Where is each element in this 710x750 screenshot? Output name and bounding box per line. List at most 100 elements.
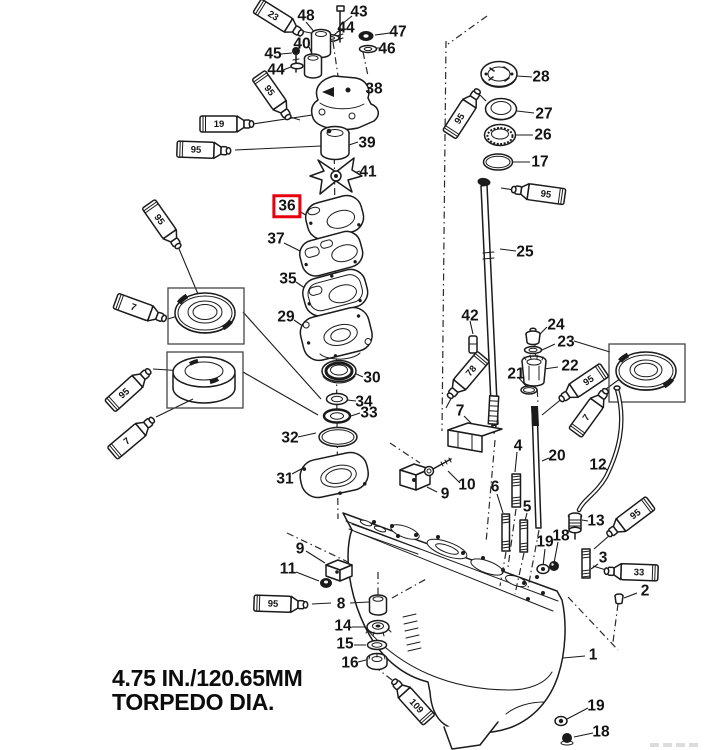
part-30-seal-carrier bbox=[321, 359, 357, 384]
part-label-15[interactable]: 15 bbox=[336, 635, 354, 653]
part-36-gasket bbox=[304, 194, 365, 240]
part-40-bushing bbox=[303, 53, 323, 79]
part-label-29[interactable]: 29 bbox=[277, 308, 295, 326]
part-15-washer bbox=[366, 639, 388, 651]
part-label-7[interactable]: 7 bbox=[455, 402, 465, 420]
bearing-detail-box-lower-left bbox=[166, 351, 244, 409]
part-label-25[interactable]: 25 bbox=[516, 243, 534, 261]
part-label-22[interactable]: 22 bbox=[561, 357, 579, 375]
part-12-water-tube bbox=[576, 385, 624, 513]
caption: 4.75 IN./120.65MM TORPEDO DIA. bbox=[112, 666, 303, 714]
part-label-19[interactable]: 19 bbox=[536, 533, 554, 551]
part-label-40[interactable]: 40 bbox=[293, 35, 311, 53]
lubricant-tube-95: 95 bbox=[558, 363, 609, 403]
lubricant-tube-109: 109 bbox=[391, 678, 435, 726]
part-label-23[interactable]: 23 bbox=[557, 333, 575, 351]
part-label-37[interactable]: 37 bbox=[267, 230, 285, 248]
part-label-6[interactable]: 6 bbox=[490, 478, 500, 496]
part-11-nut bbox=[320, 578, 332, 588]
part-17-oring bbox=[482, 153, 514, 171]
part-9-anode-block bbox=[325, 559, 353, 582]
part-label-19[interactable]: 19 bbox=[587, 697, 605, 715]
part-26-tapered-bearing bbox=[483, 123, 517, 147]
part-label-24[interactable]: 24 bbox=[547, 316, 565, 334]
part-label-1[interactable]: 1 bbox=[588, 646, 598, 664]
part-label-33[interactable]: 33 bbox=[360, 404, 378, 422]
part-label-8[interactable]: 8 bbox=[336, 595, 346, 613]
part-label-42[interactable]: 42 bbox=[461, 307, 479, 325]
part-48-sleeve bbox=[310, 28, 332, 59]
part-label-11[interactable]: 11 bbox=[279, 560, 297, 578]
part-label-28[interactable]: 28 bbox=[532, 68, 550, 86]
part-label-45[interactable]: 45 bbox=[264, 45, 282, 63]
part-23-flanged-washer bbox=[523, 345, 543, 355]
part-19-washer-bottom bbox=[554, 715, 568, 727]
part-label-38[interactable]: 38 bbox=[365, 80, 383, 98]
part-label-26[interactable]: 26 bbox=[534, 126, 552, 144]
part-label-46[interactable]: 46 bbox=[378, 40, 396, 58]
bearing-detail-box-right bbox=[608, 343, 686, 403]
part-32-oring-large bbox=[318, 426, 358, 448]
part-6-stud bbox=[501, 513, 511, 552]
part-label-34[interactable]: 34 bbox=[355, 393, 373, 411]
part-label-27[interactable]: 27 bbox=[535, 105, 553, 123]
part-18-screw-bottom bbox=[560, 733, 574, 746]
svg-text:33: 33 bbox=[633, 567, 644, 578]
lubricant-tube-19: 19 bbox=[199, 115, 255, 133]
part-33-seal bbox=[322, 408, 352, 424]
part-21-oring bbox=[520, 385, 538, 395]
part-31-retainer-plate bbox=[299, 451, 370, 499]
part-46-washer bbox=[358, 44, 378, 54]
part-22-bushing-cup bbox=[521, 354, 547, 387]
part-label-30[interactable]: 30 bbox=[363, 369, 381, 387]
part-label-31[interactable]: 31 bbox=[276, 470, 294, 488]
part-label-14[interactable]: 14 bbox=[334, 617, 352, 635]
part-label-10[interactable]: 10 bbox=[458, 476, 476, 494]
part-label-2[interactable]: 2 bbox=[640, 582, 650, 600]
part-label-43[interactable]: 43 bbox=[350, 3, 368, 21]
part-label-36[interactable]: 36 bbox=[272, 194, 302, 218]
caption-line2: TORPEDO DIA. bbox=[112, 689, 275, 716]
part-label-21[interactable]: 21 bbox=[507, 365, 525, 383]
part-label-5[interactable]: 5 bbox=[522, 498, 532, 516]
part-label-35[interactable]: 35 bbox=[279, 270, 297, 288]
part-label-47[interactable]: 47 bbox=[389, 23, 407, 41]
part-28-bearing-carrier bbox=[480, 60, 518, 88]
part-label-17[interactable]: 17 bbox=[531, 153, 549, 171]
part-label-32[interactable]: 32 bbox=[281, 429, 299, 447]
part-label-3[interactable]: 3 bbox=[598, 549, 608, 567]
part-44-washer-left bbox=[290, 62, 304, 70]
part-label-44[interactable]: 44 bbox=[337, 19, 355, 37]
lubricant-tube-95: 95 bbox=[251, 70, 292, 121]
part-35-gasket-plate bbox=[302, 268, 369, 317]
part-label-20[interactable]: 20 bbox=[548, 447, 566, 465]
part-label-9[interactable]: 9 bbox=[295, 540, 305, 558]
part-25-drive-shaft bbox=[477, 177, 500, 434]
part-label-18[interactable]: 18 bbox=[552, 527, 570, 545]
bearing-detail-box-upper-left bbox=[167, 287, 245, 345]
part-label-12[interactable]: 12 bbox=[589, 456, 607, 474]
part-14-thrust-washer bbox=[365, 619, 392, 637]
svg-text:95: 95 bbox=[268, 599, 280, 610]
part-1-gearcase-housing bbox=[342, 512, 566, 750]
part-label-18[interactable]: 18 bbox=[592, 723, 610, 741]
lubricant-tube-95: 95 bbox=[176, 140, 232, 160]
part-label-13[interactable]: 13 bbox=[587, 512, 605, 530]
part-label-44[interactable]: 44 bbox=[267, 61, 285, 79]
lubricant-tube-7: 7 bbox=[568, 387, 610, 438]
svg-text:95: 95 bbox=[191, 145, 203, 156]
part-label-41[interactable]: 41 bbox=[359, 163, 377, 181]
part-label-4[interactable]: 4 bbox=[513, 437, 523, 455]
part-5-stud bbox=[519, 519, 529, 553]
part-label-48[interactable]: 48 bbox=[297, 7, 315, 25]
part-label-9[interactable]: 9 bbox=[440, 485, 450, 503]
caption-line1: 4.75 IN./120.65MM bbox=[112, 665, 303, 691]
part-label-16[interactable]: 16 bbox=[341, 654, 359, 672]
watermark-smudge bbox=[650, 743, 702, 747]
part-label-39[interactable]: 39 bbox=[358, 134, 376, 152]
svg-text:23: 23 bbox=[266, 9, 281, 24]
part-8-bushing bbox=[368, 594, 388, 616]
part-18-nut-mid bbox=[549, 561, 559, 571]
